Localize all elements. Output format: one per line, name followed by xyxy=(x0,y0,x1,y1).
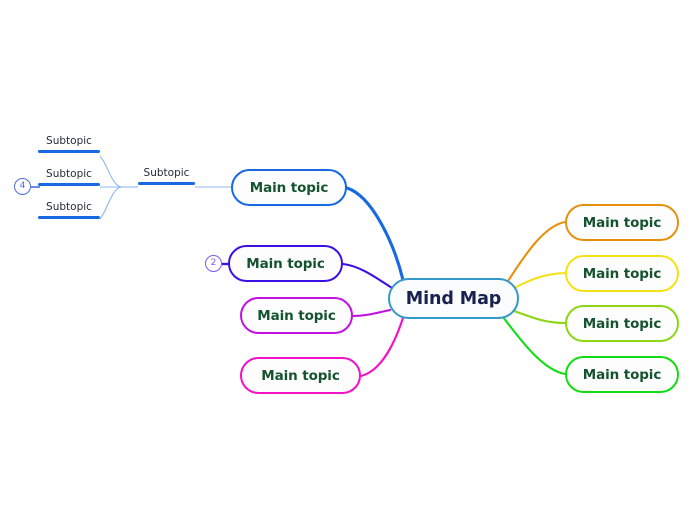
left-branch-label-1: Main topic xyxy=(249,179,329,196)
right-branch-label-1: Main topic xyxy=(582,214,662,231)
leaf-subtopic-label-2: Subtopic xyxy=(46,168,92,180)
mid-subtopic-node[interactable]: Subtopic xyxy=(138,167,195,186)
right-branch-label-2: Main topic xyxy=(582,265,662,282)
edge-center-to-magenta xyxy=(359,316,405,378)
mid-subtopic-underline xyxy=(138,182,195,186)
left-branch-label-2: Main topic xyxy=(246,255,325,272)
left-branch-label-3: Main topic xyxy=(257,307,336,324)
edge-center-to-violet xyxy=(341,262,394,290)
right-branch-node-4[interactable]: Main topic xyxy=(565,356,679,393)
left-branch-node-3[interactable]: Main topic xyxy=(240,297,353,334)
edge-center-to-orange xyxy=(506,220,567,283)
leaf-subtopic-underline-3 xyxy=(38,216,100,220)
edge-center-to-purple xyxy=(351,308,392,318)
collapse-count-badge-4[interactable]: 4 xyxy=(14,178,31,195)
leaf-subtopic-underline-2 xyxy=(38,183,100,187)
central-node[interactable]: Mind Map xyxy=(388,278,519,319)
collapse-count-badge-2[interactable]: 2 xyxy=(205,255,222,272)
right-branch-label-4: Main topic xyxy=(582,366,662,383)
right-branch-node-1[interactable]: Main topic xyxy=(565,204,679,241)
leaf-subtopic-node-3[interactable]: Subtopic xyxy=(38,201,100,220)
left-branch-node-4[interactable]: Main topic xyxy=(240,357,361,394)
leaf-subtopic-label-1: Subtopic xyxy=(46,135,92,147)
collapse-count-badge-4-label: 4 xyxy=(19,181,26,191)
leaf-subtopic-node-2[interactable]: Subtopic xyxy=(38,168,100,187)
edge-center-to-yellow xyxy=(512,271,567,290)
edge-center-to-green xyxy=(501,315,567,376)
left-branch-node-1[interactable]: Main topic xyxy=(231,169,347,206)
right-branch-label-3: Main topic xyxy=(582,315,662,332)
central-node-label: Mind Map xyxy=(405,288,502,309)
right-branch-node-2[interactable]: Main topic xyxy=(565,255,679,292)
collapse-count-badge-2-label: 2 xyxy=(210,258,217,268)
edge-center-to-yellowgreen xyxy=(512,309,567,325)
leaf-subtopic-label-3: Subtopic xyxy=(46,201,92,213)
edge-subtopic-to-leaf-3 xyxy=(99,186,123,220)
edge-center-to-blue xyxy=(345,186,405,282)
leaf-subtopic-node-1[interactable]: Subtopic xyxy=(38,135,100,154)
edge-subtopic-to-leaf-1 xyxy=(99,155,123,188)
left-branch-node-2[interactable]: Main topic xyxy=(228,245,343,282)
mid-subtopic-label: Subtopic xyxy=(143,167,190,179)
left-branch-label-4: Main topic xyxy=(261,367,340,384)
right-branch-node-3[interactable]: Main topic xyxy=(565,305,679,342)
leaf-subtopic-underline-1 xyxy=(38,150,100,154)
